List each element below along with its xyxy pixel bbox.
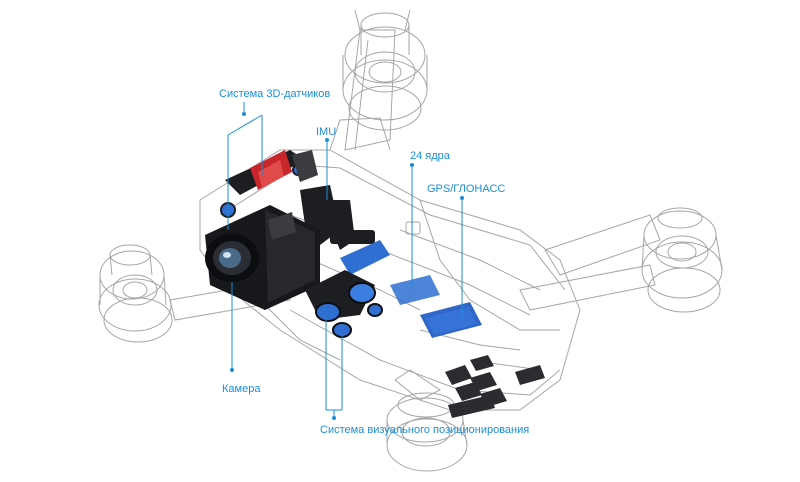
rear-vents xyxy=(445,355,545,418)
leader-dots xyxy=(230,112,464,420)
chip-gps xyxy=(420,302,482,338)
label-vision-positioning: Система визуального позиционирования xyxy=(320,424,530,436)
leader-lines xyxy=(227,102,463,418)
label-24-cores: 24 ядра xyxy=(410,150,450,162)
motor-left xyxy=(98,244,173,343)
vision-module xyxy=(305,270,383,338)
camera xyxy=(205,205,320,310)
motor-bottom xyxy=(386,392,468,472)
label-gps-glonass: GPS/ГЛОНАСС xyxy=(427,183,506,195)
label-imu: IMU xyxy=(316,126,337,138)
label-camera: Камера xyxy=(222,383,261,395)
leader-sensors3d xyxy=(227,102,263,230)
motor-right xyxy=(641,207,723,313)
motor-top xyxy=(342,9,428,131)
label-sensors-3d: Система 3D-датчиков xyxy=(219,88,331,100)
chip-24-cores xyxy=(390,275,440,305)
leader-vision xyxy=(325,318,343,418)
drone-arms xyxy=(169,29,661,401)
